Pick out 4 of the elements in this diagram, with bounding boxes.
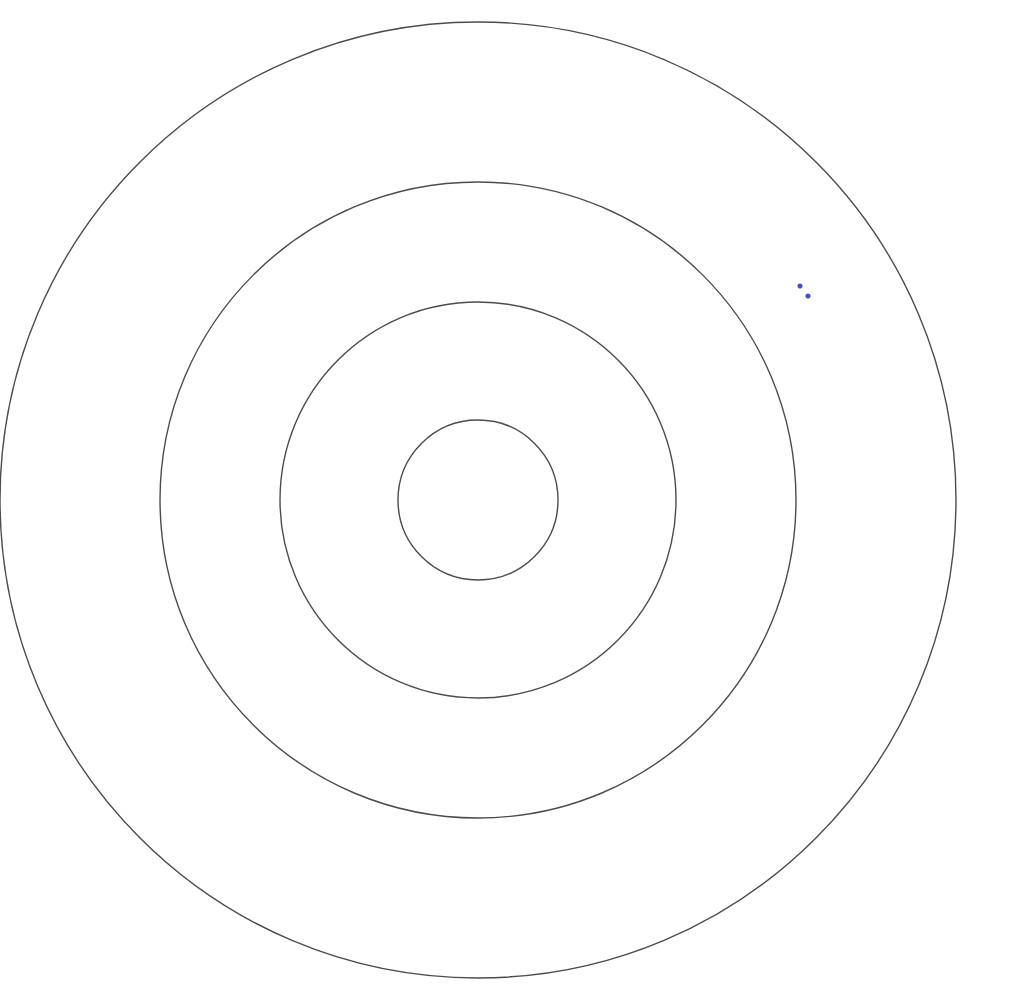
ring [397, 419, 559, 581]
ring [0, 21, 957, 979]
ring [159, 181, 797, 819]
ring [279, 301, 677, 699]
